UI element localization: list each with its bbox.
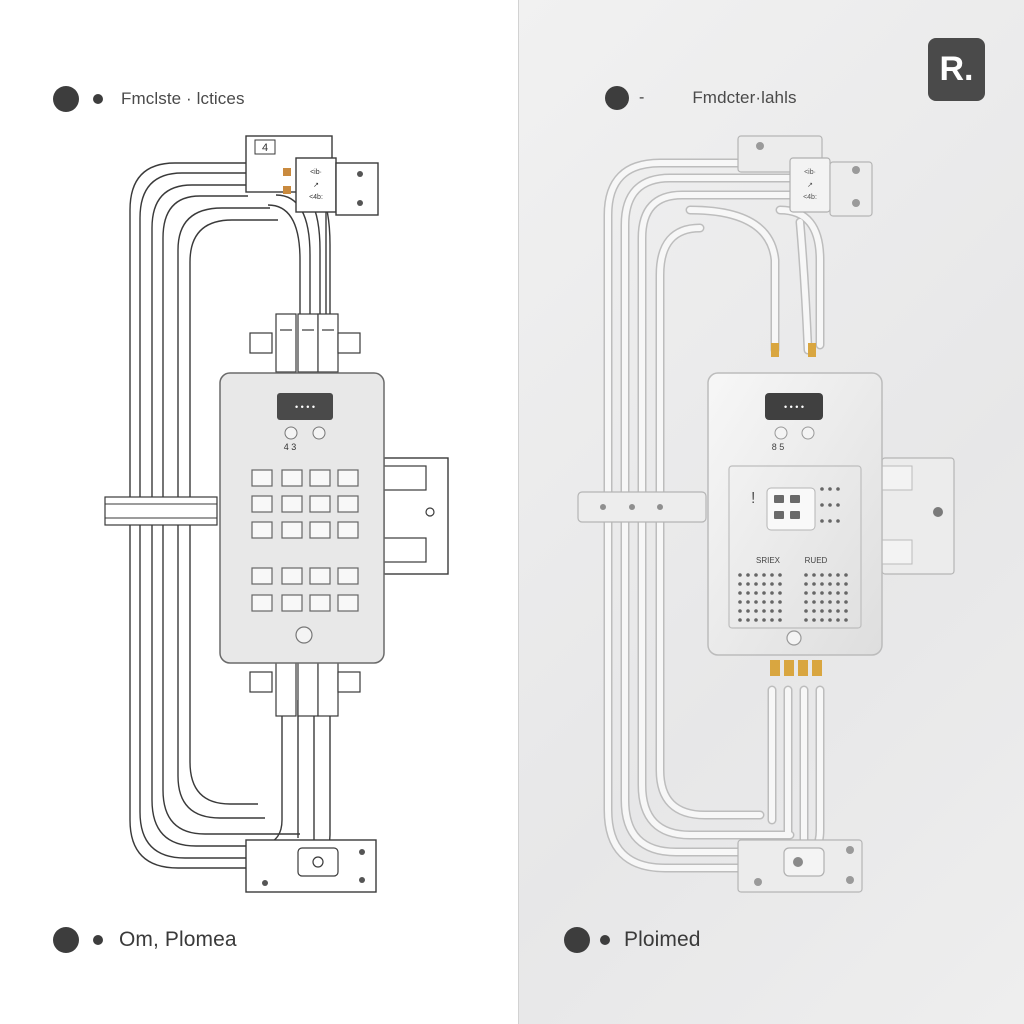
bullet-small-icon [93,935,103,945]
left-bottom-label: Om, Plomea [119,928,237,951]
right-top-label-group: - Fmdcter·lahls [605,86,797,110]
bullet-large-icon [53,86,79,112]
left-keypad [251,469,359,612]
left-bottom-label-group: Om, Plomea [53,927,237,953]
right-panel [518,0,1024,1024]
bullet-large-icon [605,86,629,110]
bullet-large-icon [53,927,79,953]
svg-text:<ib·: <ib· [310,169,322,176]
left-device-display: • • • • [295,402,315,412]
logo-badge: R. [928,38,985,101]
left-side-clamp [104,457,449,575]
right-top-dash: - [639,89,645,106]
bullet-small-icon [600,935,610,945]
left-bracket-number: 4 [262,142,268,154]
left-top-label-group: Fmclste · lctices [53,86,245,112]
bullet-large-icon [564,927,590,953]
right-bottom-label: Ploimed [624,928,701,951]
left-lower-connectors [249,659,361,717]
right-top-label: Fmdcter·lahls [692,88,797,107]
left-bottom-bracket [245,839,377,893]
left-device: • • • • 4 3 [219,372,385,664]
left-upper-connectors [249,313,361,373]
left-top-bracket: 4 <ib· ↗ <4b: [245,135,379,320]
left-wiring-diagram: 4 <ib· ↗ <4b: [104,135,449,893]
svg-text:<4b:: <4b: [309,194,323,201]
bullet-small-icon [93,94,103,104]
right-bottom-label-group: Ploimed [564,927,701,953]
svg-text:↗: ↗ [313,182,319,189]
left-top-label: Fmclste · lctices [121,89,245,108]
left-device-number: 4 3 [284,442,297,452]
